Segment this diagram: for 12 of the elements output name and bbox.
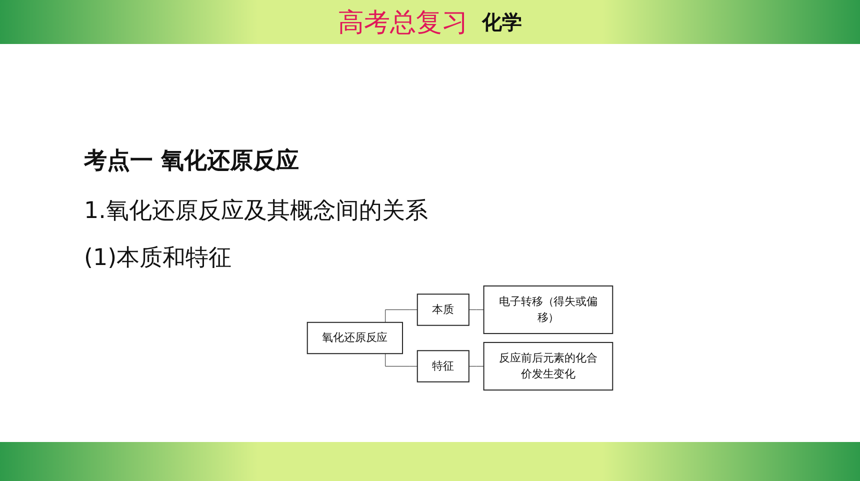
node-box: 氧化还原反应 bbox=[306, 322, 403, 354]
subject-label: 化学 bbox=[482, 8, 522, 36]
node-box: 电子转移（得失或偏移） bbox=[483, 285, 614, 334]
subsection-heading: (1)本质和特征 bbox=[84, 244, 232, 273]
connector bbox=[385, 353, 418, 366]
node-box: 本质 bbox=[416, 294, 470, 326]
connector bbox=[385, 310, 418, 323]
node-box: 特征 bbox=[416, 350, 470, 382]
banner-title: 高考总复习 bbox=[338, 6, 468, 40]
node-box: 反应前后元素的化合价发生变化 bbox=[483, 342, 614, 391]
section-heading: 考点一 氧化还原反应 bbox=[84, 147, 300, 176]
subsection-heading: 1.氧化还原反应及其概念间的关系 bbox=[84, 197, 428, 226]
